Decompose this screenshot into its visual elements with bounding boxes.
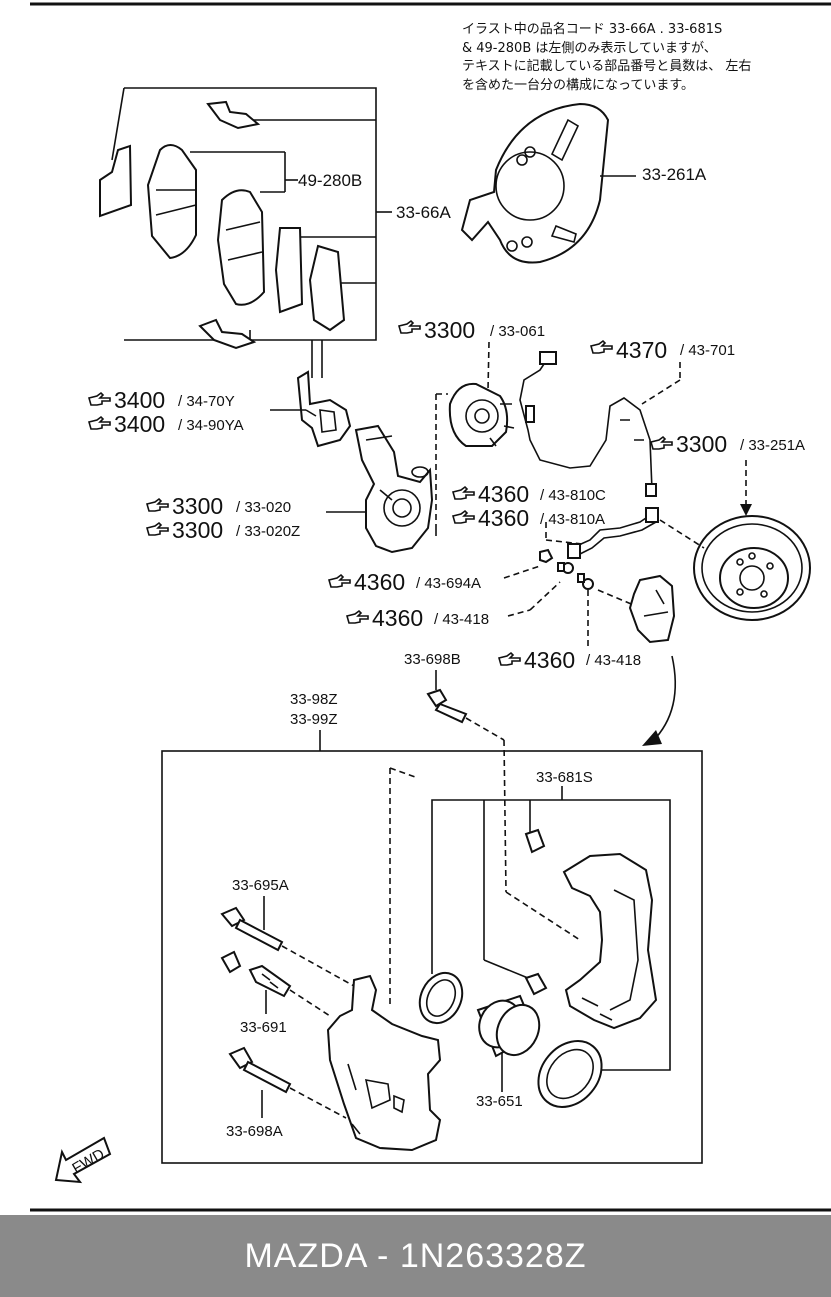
label-33-251a: / 33-251A bbox=[740, 437, 805, 454]
brake-disc bbox=[693, 515, 811, 621]
pointing-hand-icon bbox=[146, 498, 169, 512]
label-49-280b: 49-280B bbox=[298, 171, 362, 190]
brake-hose bbox=[567, 507, 659, 559]
ref-3300-d: 3300 bbox=[172, 517, 223, 543]
note-line-1: イラスト中の品名コード 33-66A . 33-681S bbox=[462, 21, 722, 37]
label-33-98z: 33-98Z bbox=[290, 691, 338, 708]
label-33-99z: 33-99Z bbox=[290, 711, 338, 728]
piston bbox=[476, 994, 541, 1058]
pointing-hand-icon bbox=[146, 522, 169, 536]
caliper-small bbox=[628, 574, 676, 644]
ref-3300-a: 3300 bbox=[424, 317, 475, 343]
label-33-691: 33-691 bbox=[240, 1019, 287, 1036]
pad-clip-top bbox=[206, 100, 261, 130]
label-43-810c: / 43-810C bbox=[540, 487, 606, 504]
caliper-body bbox=[326, 974, 442, 1152]
brake-pad-outer bbox=[146, 144, 197, 260]
steering-knuckle bbox=[354, 424, 434, 554]
bleeder-b bbox=[577, 573, 585, 583]
pointing-hand-icon bbox=[328, 574, 351, 588]
bolt-33-695a bbox=[220, 906, 284, 952]
pad-shim-left bbox=[99, 144, 133, 218]
abs-sensor-harness bbox=[519, 351, 657, 497]
ref-3400-b: 3400 bbox=[114, 411, 165, 437]
label-33-698b: 33-698B bbox=[404, 651, 461, 668]
brake-pad-inner bbox=[216, 189, 266, 306]
ref-4360-b: 4360 bbox=[478, 505, 529, 531]
ref-4370: 4370 bbox=[616, 337, 667, 363]
label-33-66a: 33-66A bbox=[396, 203, 451, 222]
caliper-assembly-box bbox=[161, 750, 703, 1164]
label-43-694a: / 43-694A bbox=[416, 575, 481, 592]
note-line-3: テキストに記載している部品番号と員数は、 左右 bbox=[462, 58, 751, 74]
note-line-4: を含めた一台分の構成になっています。 bbox=[462, 77, 694, 93]
pointing-hand-icon bbox=[88, 392, 111, 406]
label-43-418-b: / 43-418 bbox=[586, 652, 641, 669]
ref-4360-d: 4360 bbox=[372, 605, 423, 631]
wheel-hub bbox=[448, 382, 515, 447]
label-43-418-a: / 43-418 bbox=[434, 611, 489, 628]
dust-boot bbox=[537, 1040, 603, 1108]
washer-b bbox=[582, 578, 594, 590]
label-33-695a: 33-695A bbox=[232, 877, 289, 894]
footer-title: MAZDA - 1N263328Z bbox=[244, 1236, 587, 1275]
pad-shim-a bbox=[274, 227, 304, 314]
label-33-698a: 33-698A bbox=[226, 1123, 283, 1140]
piston-seal bbox=[418, 971, 464, 1025]
pointing-hand-icon bbox=[452, 510, 475, 524]
pad-shim-b bbox=[308, 244, 346, 332]
label-33-020: / 33-020 bbox=[236, 499, 291, 516]
footer-bar: MAZDA - 1N263328Z bbox=[0, 1215, 831, 1297]
label-43-810a: / 43-810A bbox=[540, 511, 605, 528]
dust-shield bbox=[460, 102, 636, 264]
pointing-hand-icon bbox=[346, 610, 369, 624]
label-33-681s: 33-681S bbox=[536, 769, 593, 786]
label-43-701: / 43-701 bbox=[680, 342, 735, 359]
label-33-651: 33-651 bbox=[476, 1093, 523, 1110]
pointing-hand-icon bbox=[88, 416, 111, 430]
ref-3400-a: 3400 bbox=[114, 387, 165, 413]
ref-3300-b: 3300 bbox=[676, 431, 727, 457]
label-34-90ya: / 34-90YA bbox=[178, 417, 244, 434]
guide-pin-33-691 bbox=[220, 950, 292, 998]
pointing-hand-icon bbox=[590, 340, 613, 354]
ref-3300-c: 3300 bbox=[172, 493, 223, 519]
label-33-261a: 33-261A bbox=[642, 165, 707, 184]
bleeder-a bbox=[557, 562, 565, 572]
fwd-arrow-icon bbox=[54, 1136, 112, 1184]
label-34-70y: / 34-70Y bbox=[178, 393, 235, 410]
label-33-020z: / 33-020Z bbox=[236, 523, 300, 540]
caliper-mounting-bracket bbox=[562, 852, 658, 1030]
note-line-2: & 49-280B は左側のみ表示していますが、 bbox=[462, 41, 717, 56]
ref-4360-c: 4360 bbox=[354, 569, 405, 595]
bolt-33-698a bbox=[228, 1046, 292, 1094]
bolt-33-698b bbox=[426, 688, 468, 724]
ref-4360-e: 4360 bbox=[524, 647, 575, 673]
pointing-hand-icon bbox=[498, 652, 521, 666]
brake-parts-diagram: イラスト中の品名コード 33-66A . 33-681S & 49-280B は… bbox=[30, 2, 831, 1212]
label-33-061: / 33-061 bbox=[490, 323, 545, 340]
ref-4360-a: 4360 bbox=[478, 481, 529, 507]
pad-clip-bottom bbox=[198, 318, 257, 350]
pointing-hand-icon bbox=[452, 486, 475, 500]
guide-sleeve-top bbox=[524, 828, 546, 854]
strut-bracket bbox=[296, 340, 352, 448]
pointing-hand-icon bbox=[650, 436, 673, 450]
pointing-hand-icon bbox=[398, 320, 421, 334]
pad-kit-bracket bbox=[111, 87, 392, 341]
guide-sleeve-bottom bbox=[524, 972, 548, 996]
union-bolt bbox=[539, 548, 554, 564]
